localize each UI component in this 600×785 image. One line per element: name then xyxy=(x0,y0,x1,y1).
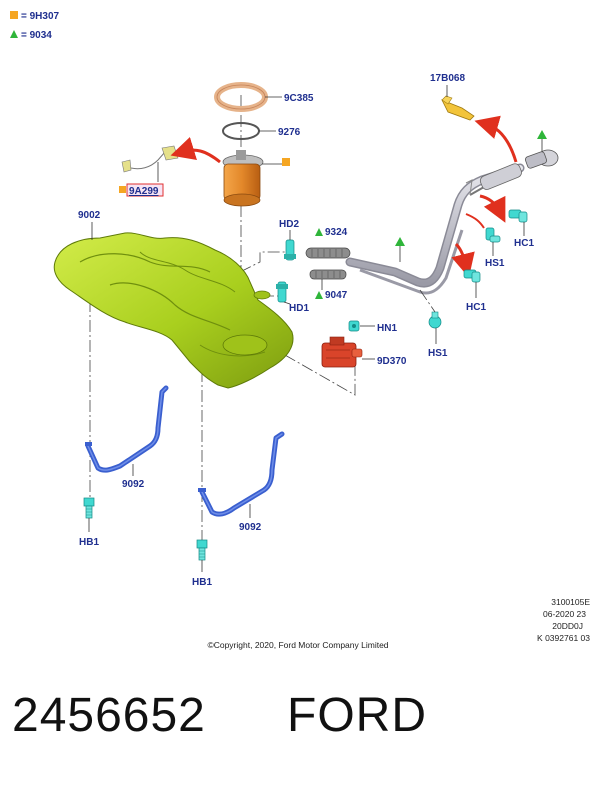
clip-hs1-bottom xyxy=(428,311,442,329)
label-hs1-top: HS1 xyxy=(485,258,505,269)
fuel-tank xyxy=(53,232,294,389)
legend: = 9H307 = 9034 xyxy=(10,11,60,41)
clip-hc1-top xyxy=(508,209,528,223)
red-arrow-hc1-top xyxy=(479,194,506,223)
centerline-hs1 xyxy=(419,289,436,313)
part-number: 2456652 xyxy=(12,689,206,742)
label-9a299: 9A299 xyxy=(129,186,159,197)
connector-hd2 xyxy=(284,239,296,261)
square-icon xyxy=(10,11,18,19)
triangle-icon xyxy=(395,237,405,246)
label-hc1-top: HC1 xyxy=(514,238,534,249)
copyright-notice: ©Copyright, 2020, Ford Motor Company Lim… xyxy=(207,640,388,650)
triangle-icon xyxy=(537,130,547,139)
label-9092-left: 9092 xyxy=(122,479,145,490)
label-9092-right: 9092 xyxy=(239,522,262,533)
triangle-icon xyxy=(315,291,323,299)
hose-9324 xyxy=(305,247,351,259)
label-hb1-right: HB1 xyxy=(192,577,212,588)
bolt-hb1-left xyxy=(83,497,95,519)
connector-hd1 xyxy=(276,281,288,303)
clip-hs1-top xyxy=(485,227,501,243)
square-icon xyxy=(119,186,126,193)
bolt-hb1-right xyxy=(196,539,208,561)
red-arrow-hc1-bottom xyxy=(451,242,475,278)
label-9a299-box xyxy=(126,183,164,197)
tank-strap-left xyxy=(85,385,169,473)
brand-name: FORD xyxy=(287,689,427,742)
red-arrow-bracket xyxy=(474,115,518,163)
clip-hc1-bottom xyxy=(463,269,481,283)
label-17b068: 17B068 xyxy=(430,73,465,84)
red-arrow-sender xyxy=(170,137,221,164)
label-9047: 9047 xyxy=(325,290,348,301)
label-hd2: HD2 xyxy=(279,219,299,230)
document-codes: 3100105E 06-2020 23 20DD0J K 0392761 03 xyxy=(537,597,590,643)
label-9d370: 9D370 xyxy=(377,356,407,367)
nut-hn1 xyxy=(348,320,360,332)
label-hs1-bottom: HS1 xyxy=(428,348,448,359)
label-hd1: HD1 xyxy=(289,303,309,314)
legend-item-9h307: = 9H307 xyxy=(21,11,60,22)
label-9002: 9002 xyxy=(78,210,101,221)
legend-item-9034: = 9034 xyxy=(21,30,52,41)
doc-code-line: 06-2020 23 xyxy=(543,609,586,619)
filler-bracket xyxy=(441,95,475,121)
label-hc1-bottom: HC1 xyxy=(466,302,486,313)
hose-9047 xyxy=(309,269,347,280)
triangle-icon xyxy=(315,228,323,236)
label-9324: 9324 xyxy=(325,227,348,238)
label-9c385: 9C385 xyxy=(284,93,314,104)
fuel-level-sender xyxy=(121,145,179,173)
tank-strap-right xyxy=(198,431,285,517)
doc-code-line: K 0392761 03 xyxy=(537,633,590,643)
filler-pipe xyxy=(345,149,559,295)
fuel-pump-module xyxy=(222,150,264,207)
valve-9d370 xyxy=(321,336,363,368)
triangle-icon xyxy=(10,30,18,38)
label-hb1-left: HB1 xyxy=(79,537,99,548)
red-arrow-hs1-top xyxy=(465,213,485,229)
square-icon xyxy=(282,158,290,166)
doc-code-line: 20DD0J xyxy=(552,621,583,631)
label-9276: 9276 xyxy=(278,127,301,138)
label-hn1: HN1 xyxy=(377,323,397,334)
doc-code-line: 3100105E xyxy=(551,597,590,607)
